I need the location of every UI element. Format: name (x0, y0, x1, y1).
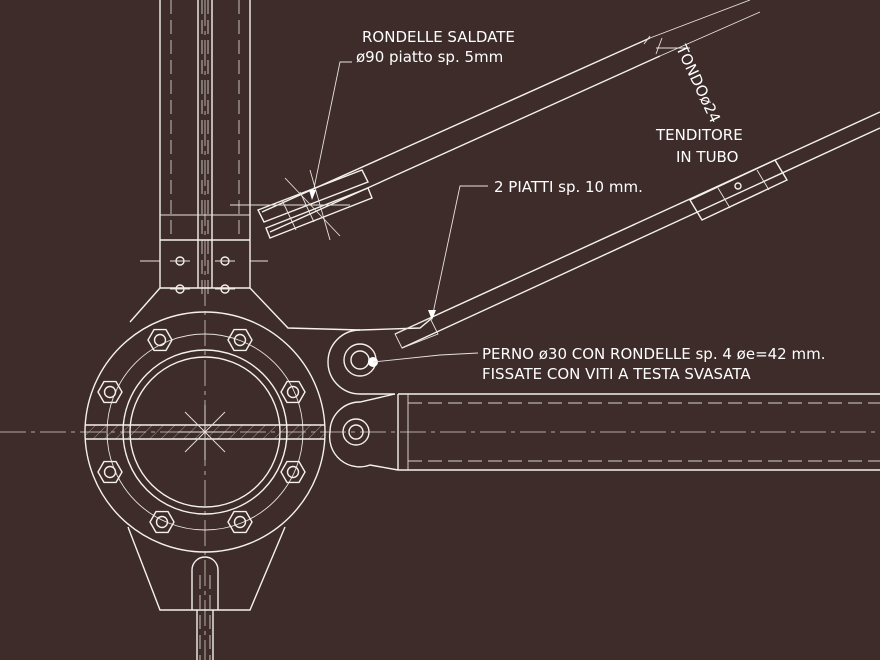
leader-lines (309, 35, 690, 363)
tie-rod-upper (230, 0, 761, 241)
label-rondelle-2: ø90 piatto sp. 5mm (356, 48, 503, 66)
flange-bolts (97, 328, 306, 534)
bottom-rod (191, 556, 219, 660)
plate-holes (140, 256, 268, 294)
label-tondo: TONDOø24 (672, 41, 724, 125)
flange (84, 311, 326, 553)
label-perno-2: FISSATE CON VITI A TESTA SVASATA (482, 365, 751, 383)
pin-lugs (327, 317, 433, 471)
label-tenditore-1: TENDITORE (655, 126, 743, 144)
center-star (178, 405, 232, 460)
gusset-plate (127, 287, 361, 611)
horizontal-tube (397, 393, 880, 471)
label-piatti: 2 PIATTI sp. 10 mm. (494, 178, 643, 196)
label-rondelle-1: RONDELLE SALDATE (362, 28, 515, 46)
label-tenditore-2: IN TUBO (676, 148, 738, 166)
vertical-tube-assembly (159, 0, 251, 300)
label-perno-1: PERNO ø30 CON RONDELLE sp. 4 øe=42 mm. (482, 345, 825, 363)
tie-rod-lower (394, 111, 880, 349)
